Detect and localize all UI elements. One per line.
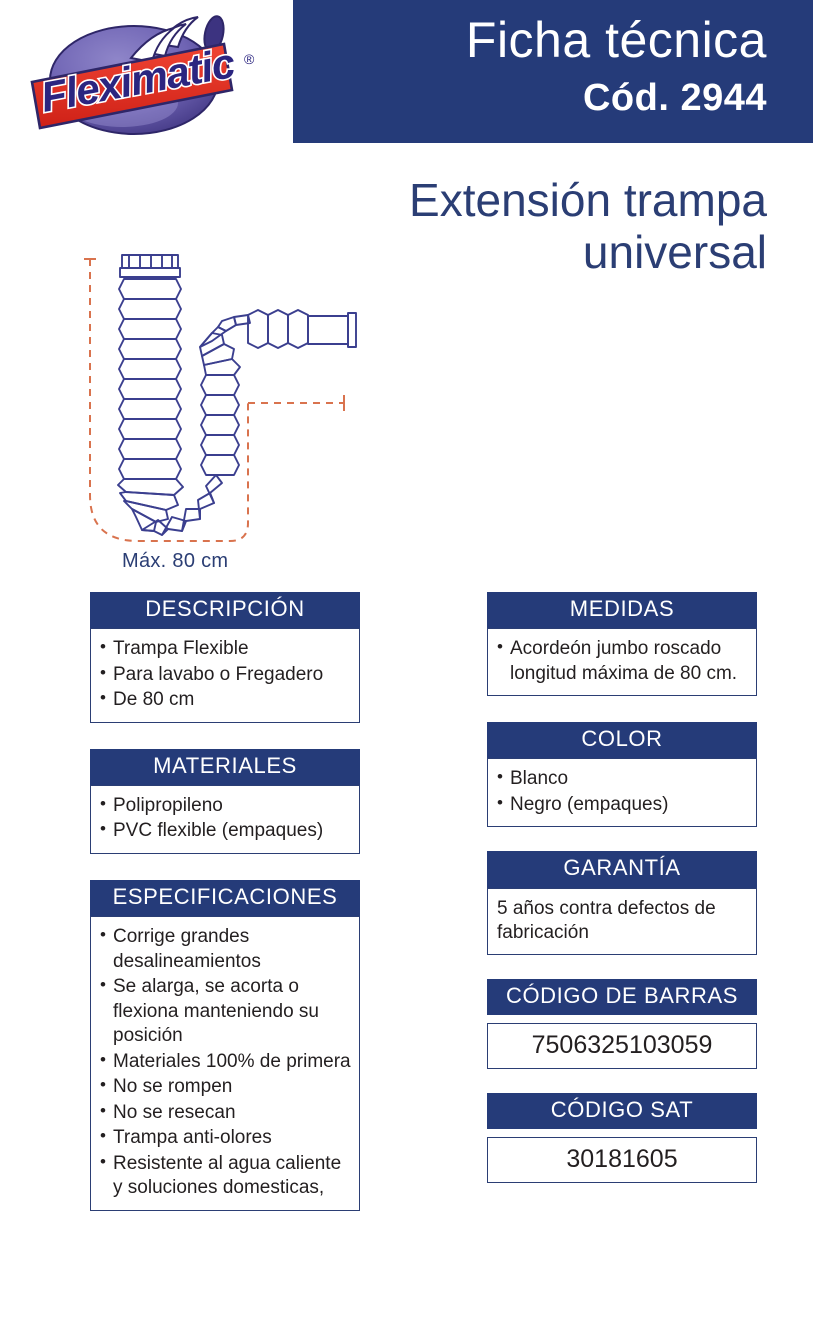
section-header-color: COLOR: [487, 722, 757, 759]
product-title-line-1: Extensión trampa: [409, 174, 767, 226]
warranty-text: 5 años contra defectos de fabricación: [497, 897, 716, 944]
list-item: Corrige grandes desalineamientos: [100, 924, 351, 974]
section-especificaciones: ESPECIFICACIONES Corrige grandes desalin…: [90, 879, 360, 1211]
list-item: No se rompen: [100, 1074, 351, 1100]
section-header-codigo-de-barras: CÓDIGO DE BARRAS: [487, 978, 757, 1015]
section-body-materiales: Polipropileno PVC flexible (empaques): [90, 784, 360, 854]
list-item: Materiales 100% de primera: [100, 1049, 351, 1075]
product-title-line-2: universal: [582, 225, 767, 278]
section-color: COLOR Blanco Negro (empaques): [487, 722, 757, 828]
section-descripcion: DESCRIPCIÓN Trampa Flexible Para lavabo …: [90, 592, 360, 723]
section-header-medidas: MEDIDAS: [487, 592, 757, 629]
barcode-value: 7506325103059: [487, 1022, 757, 1069]
list-item: PVC flexible (empaques): [100, 818, 351, 844]
section-medidas: MEDIDAS Acordeón jumbo roscado longitud …: [487, 592, 757, 697]
section-body-descripcion: Trampa Flexible Para lavabo o Fregadero …: [90, 628, 360, 723]
section-header-garantia: GARANTÍA: [487, 851, 757, 888]
section-garantia: GARANTÍA 5 años contra defectos de fabri…: [487, 851, 757, 955]
section-codigo-de-barras: CÓDIGO DE BARRAS 7506325103059: [487, 978, 757, 1069]
list-item: Para lavabo o Fregadero: [100, 662, 351, 688]
section-body-color: Blanco Negro (empaques): [487, 758, 757, 828]
list-item: Blanco: [497, 766, 748, 792]
header-product-code: Cód. 2944: [582, 77, 767, 119]
registered-trademark-icon: ®: [244, 51, 255, 67]
list-item: Trampa anti-olores: [100, 1125, 351, 1151]
header-bar: Ficha técnica Cód. 2944: [293, 0, 813, 143]
list-item: Polipropileno: [100, 793, 351, 819]
section-body-medidas: Acordeón jumbo roscado longitud máxima d…: [487, 628, 757, 697]
right-column: MEDIDAS Acordeón jumbo roscado longitud …: [487, 592, 757, 1184]
product-illustration: [82, 243, 362, 543]
header-title: Ficha técnica: [465, 12, 767, 68]
list-item: No se resecan: [100, 1100, 351, 1126]
fleximatic-logo: Fleximatic ®: [18, 8, 280, 140]
list-item: Resistente al agua caliente y soluciones…: [100, 1151, 351, 1201]
dimension-label: Máx. 80 cm: [122, 550, 229, 572]
list-item: Se alarga, se acorta o flexiona mantenie…: [100, 974, 351, 1049]
section-header-materiales: MATERIALES: [90, 748, 360, 785]
section-header-descripcion: DESCRIPCIÓN: [90, 592, 360, 629]
section-materiales: MATERIALES Polipropileno PVC flexible (e…: [90, 748, 360, 854]
left-column: DESCRIPCIÓN Trampa Flexible Para lavabo …: [90, 592, 360, 1211]
section-codigo-sat: CÓDIGO SAT 30181605: [487, 1093, 757, 1184]
sat-code-value: 30181605: [487, 1137, 757, 1184]
list-item: Acordeón jumbo roscado longitud máxima d…: [497, 636, 748, 686]
list-item: Trampa Flexible: [100, 636, 351, 662]
section-body-especificaciones: Corrige grandes desalineamientos Se alar…: [90, 916, 360, 1211]
section-body-garantia: 5 años contra defectos de fabricación: [487, 887, 757, 955]
section-header-codigo-sat: CÓDIGO SAT: [487, 1093, 757, 1130]
list-item: Negro (empaques): [497, 792, 748, 818]
list-item: De 80 cm: [100, 687, 351, 713]
dimension-line: [89, 259, 344, 542]
section-header-especificaciones: ESPECIFICACIONES: [90, 879, 360, 917]
page-title: Extensión trampa universal: [207, 174, 767, 279]
